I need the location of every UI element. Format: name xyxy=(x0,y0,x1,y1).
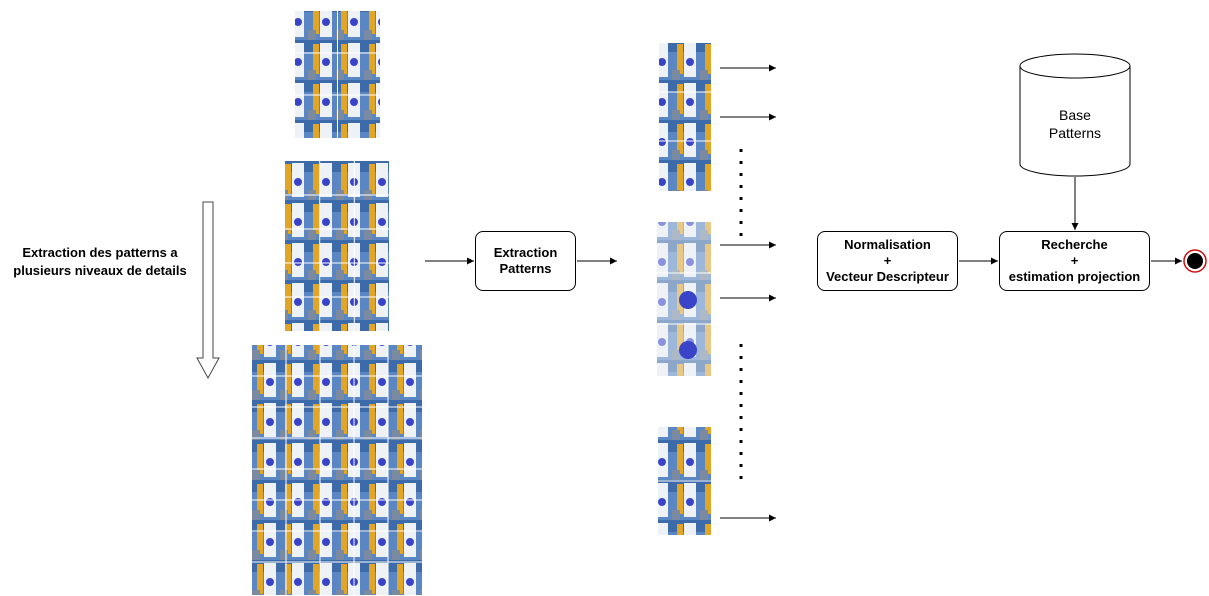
database-cylinder xyxy=(1019,53,1131,177)
pyramid-level-medium xyxy=(285,161,389,331)
side-label-line: plusieurs niveaux de details xyxy=(13,263,187,278)
db-label-line: Base xyxy=(1059,107,1091,123)
pyramid-description-label: Extraction des patterns a plusieurs nive… xyxy=(0,244,200,280)
extraction-patterns-box: Extraction Patterns xyxy=(475,231,576,291)
hollow-down-arrow xyxy=(196,201,220,380)
database-label: Base Patterns xyxy=(1020,106,1130,142)
box-line: Normalisation xyxy=(844,237,931,252)
pattern-strip-coarse xyxy=(659,43,711,191)
box-line: Vecteur Descripteur xyxy=(826,269,949,284)
side-label-line: Extraction des patterns a xyxy=(22,245,178,260)
db-label-line: Patterns xyxy=(1048,125,1102,141)
box-line: Patterns xyxy=(499,261,552,276)
normalisation-box: Normalisation + Vecteur Descripteur xyxy=(817,231,958,291)
box-line: + xyxy=(1070,253,1079,268)
box-line: Recherche xyxy=(1041,237,1108,252)
recherche-box: Recherche + estimation projection xyxy=(999,231,1150,291)
pattern-strip-fine xyxy=(658,427,711,535)
pattern-strip-medium xyxy=(657,222,711,376)
end-node xyxy=(1183,249,1207,273)
pyramid-level-coarse xyxy=(295,11,380,138)
box-line: estimation projection xyxy=(1008,269,1141,284)
box-line: + xyxy=(883,253,892,268)
box-line: Extraction xyxy=(493,245,558,260)
pyramid-level-fine xyxy=(252,345,422,595)
